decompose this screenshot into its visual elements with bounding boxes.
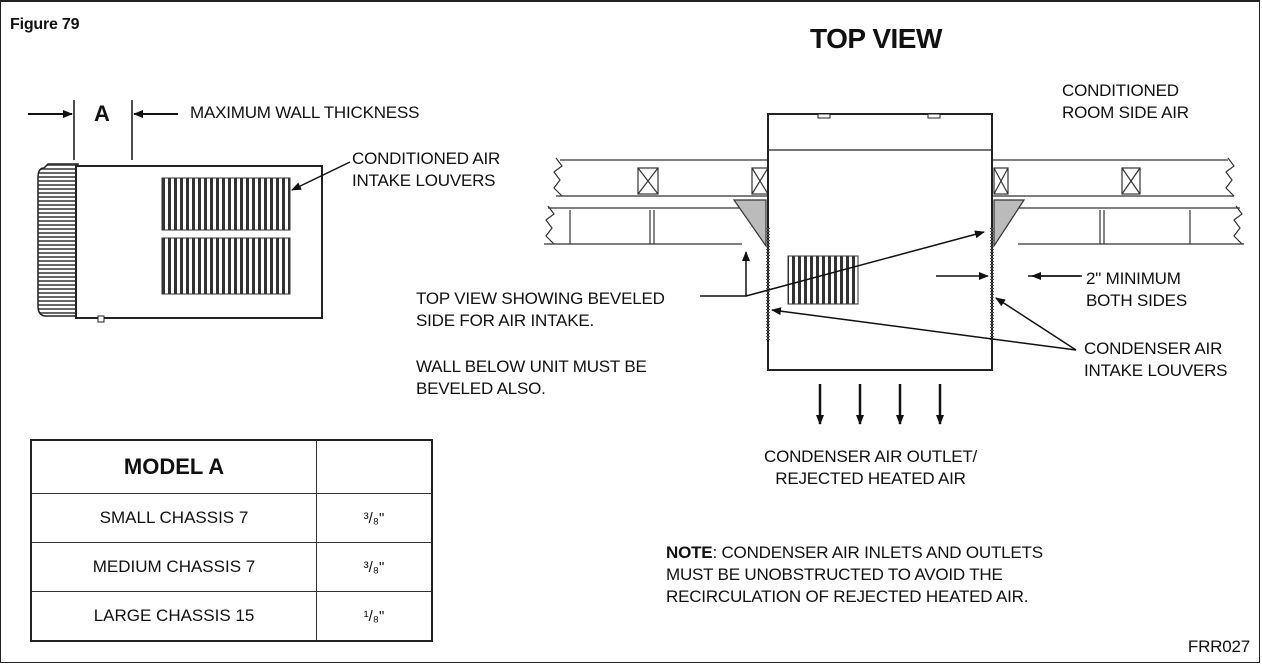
cond-room-side-label: CONDITIONED ROOM SIDE AIR [1062,81,1189,122]
row-name: LARGE CHASSIS 15 [30,591,317,642]
note-prefix: NOTE [666,543,713,562]
row-value: ³/₈" [316,493,433,543]
table-row: MEDIUM CHASSIS 7 ³/₈" [30,542,433,592]
min-clearance-label: 2" MINIMUM BOTH SIDES [1086,269,1187,310]
row-value: ¹/₈" [316,591,433,642]
table-header-row: MODEL A [30,439,433,494]
table-row: LARGE CHASSIS 15 ¹/₈" [30,591,433,642]
model-table: MODEL A SMALL CHASSIS 7 ³/₈" MEDIUM CHAS… [30,439,433,642]
table-header: MODEL A [30,439,317,494]
row-name: MEDIUM CHASSIS 7 [30,542,317,592]
wall-section [544,157,1244,249]
note-body: : CONDENSER AIR INLETS AND OUTLETS MUST … [666,543,1043,606]
note-text: NOTE: CONDENSER AIR INLETS AND OUTLETS M… [666,542,1043,608]
row-name: SMALL CHASSIS 7 [30,493,317,543]
cond-air-intake-label: CONDITIONED AIR INTAKE LOUVERS [352,149,501,190]
drawing-code: FRR027 [1187,637,1250,656]
top-view-unit [766,113,994,371]
figure-label: Figure 79 [10,16,80,33]
dimension-letter: A [94,101,110,126]
view-title: TOP VIEW [810,23,942,54]
row-value: ³/₈" [316,542,433,592]
table-row: SMALL CHASSIS 7 ³/₈" [30,493,433,543]
beveled-side-label: TOP VIEW SHOWING BEVELED SIDE FOR AIR IN… [416,289,665,330]
side-view-unit [28,100,351,323]
wall-below-label: WALL BELOW UNIT MUST BE BEVELED ALSO. [416,357,647,398]
outlet-arrows [816,384,944,425]
max-wall-label: MAXIMUM WALL THICKNESS [190,103,420,122]
table-header-value [316,439,433,494]
condenser-outlet-label: CONDENSER AIR OUTLET/ REJECTED HEATED AI… [764,447,978,488]
condenser-intake-label: CONDENSER AIR INTAKE LOUVERS [1084,339,1228,380]
